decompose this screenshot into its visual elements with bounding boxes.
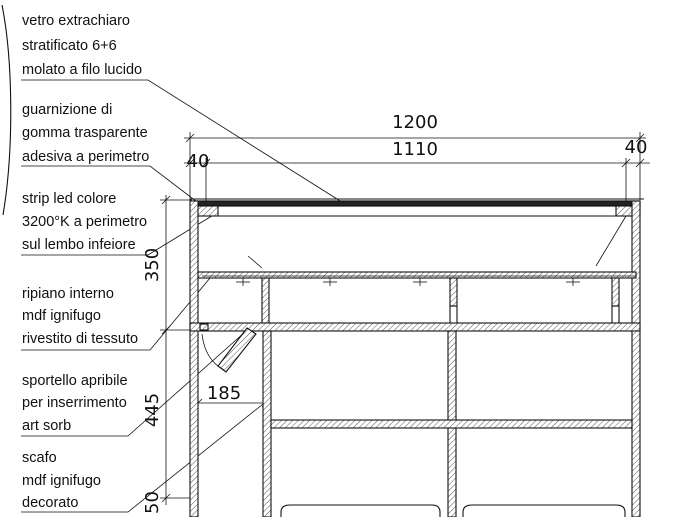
bottom-compartment-1 xyxy=(280,504,441,517)
svg-text:stratificato 6+6: stratificato 6+6 xyxy=(22,38,117,54)
lower-shelf xyxy=(270,419,633,429)
glass-top xyxy=(193,200,641,207)
left-side-wall xyxy=(189,200,199,517)
dim-bottom-partial: 50 xyxy=(142,491,163,514)
svg-text:ripiano interno: ripiano interno xyxy=(22,286,114,302)
dim-inner-width: 1110 xyxy=(392,139,438,160)
label-shelf: ripiano interno mdf ignifugo rivestito d… xyxy=(22,286,138,347)
svg-text:vetro extrachiaro: vetro extrachiaro xyxy=(22,13,130,29)
svg-text:guarnizione di: guarnizione di xyxy=(22,102,112,118)
inner-shelf xyxy=(197,271,637,279)
upper-post-3 xyxy=(611,277,620,307)
dim-right-margin: 40 xyxy=(625,137,648,158)
label-gasket: guarnizione di gomma trasparente adesiva… xyxy=(22,102,149,165)
svg-text:per inserrimento: per inserrimento xyxy=(22,395,127,411)
dim-door-width: 185 xyxy=(207,383,241,404)
svg-text:scafo: scafo xyxy=(22,450,57,466)
svg-text:rivestito di tessuto: rivestito di tessuto xyxy=(22,331,138,347)
dim-lower-height: 445 xyxy=(142,393,163,427)
cabinet-structure xyxy=(189,198,644,517)
label-body: scafo mdf ignifugo decorato xyxy=(22,450,101,511)
lower-post-1 xyxy=(262,330,272,517)
label-glass: vetro extrachiaro stratificato 6+6 molat… xyxy=(22,13,142,78)
right-side-wall xyxy=(631,200,641,517)
label-door: sportello apribile per inserrimento art … xyxy=(22,373,128,434)
svg-text:3200°K a perimetro: 3200°K a perimetro xyxy=(22,214,147,230)
dimension-lines xyxy=(160,132,650,505)
bottom-compartment-2 xyxy=(462,504,626,517)
label-led: strip led colore 3200°K a perimetro sul … xyxy=(22,191,147,253)
svg-text:art sorb: art sorb xyxy=(22,418,71,434)
svg-text:mdf ignifugo: mdf ignifugo xyxy=(22,308,101,324)
upper-post-2 xyxy=(449,277,458,307)
svg-text:decorato: decorato xyxy=(22,495,78,511)
svg-text:sul lembo infeiore: sul lembo infeiore xyxy=(22,237,136,253)
main-shelf xyxy=(189,322,641,332)
svg-text:mdf ignifugo: mdf ignifugo xyxy=(22,473,101,489)
dim-upper-height: 350 xyxy=(142,248,163,282)
svg-text:adesiva a perimetro: adesiva a perimetro xyxy=(22,149,149,165)
svg-text:sportello apribile: sportello apribile xyxy=(22,373,128,389)
door-flap xyxy=(217,327,257,373)
upper-post-1 xyxy=(261,277,270,325)
left-sheet-border xyxy=(1,4,12,216)
svg-text:molato a filo lucido: molato a filo lucido xyxy=(22,62,142,78)
svg-text:strip led colore: strip led colore xyxy=(22,191,116,207)
dim-overall-width: 1200 xyxy=(392,112,438,133)
dim-left-margin: 40 xyxy=(187,151,210,172)
svg-text:gomma trasparente: gomma trasparente xyxy=(22,125,148,141)
